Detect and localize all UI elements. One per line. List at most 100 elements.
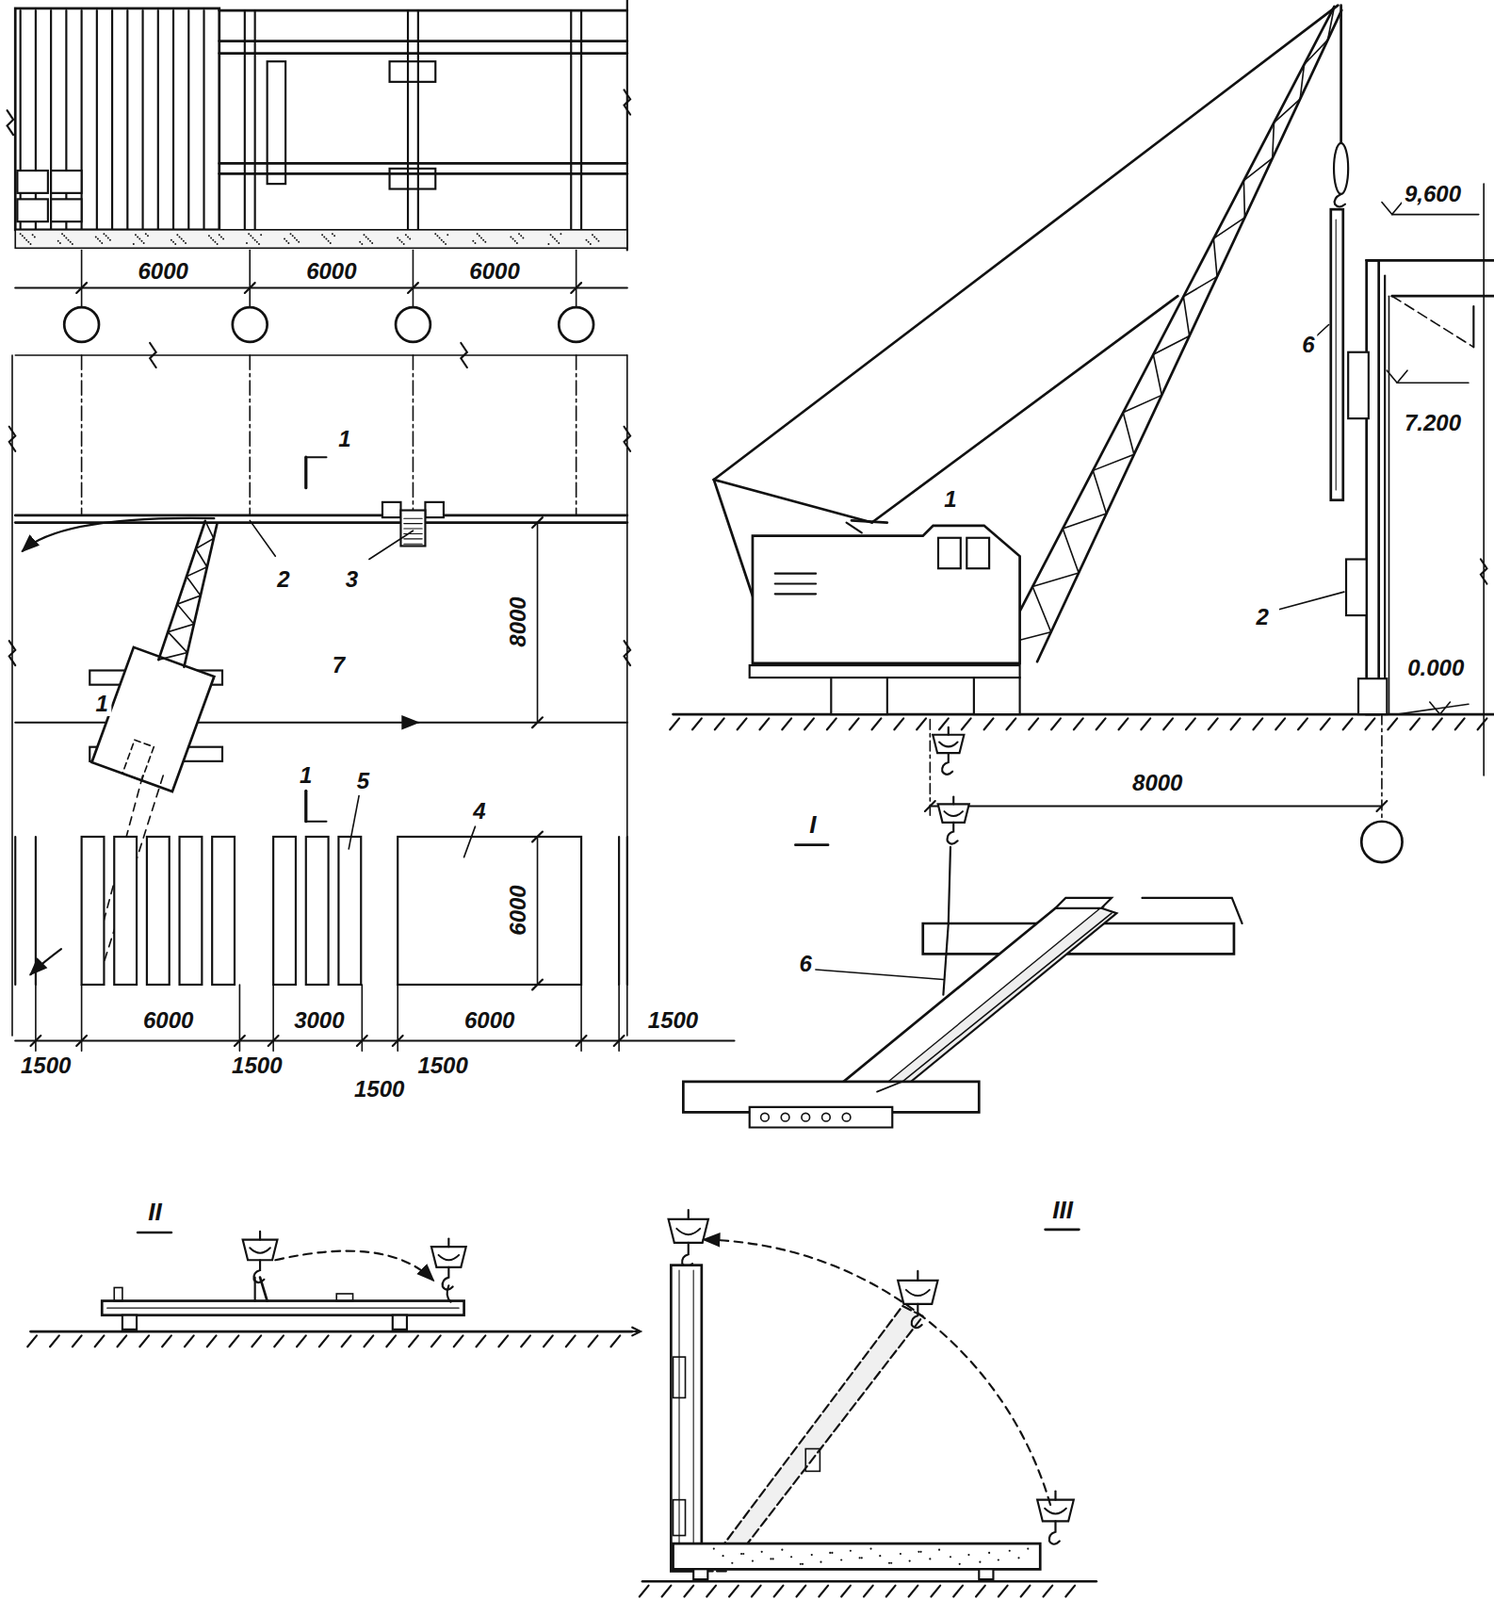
drawing-line — [11, 355, 14, 1036]
column-stack — [338, 836, 361, 985]
concrete-dot — [482, 239, 485, 242]
ground-hatch — [930, 1585, 941, 1597]
break-line — [15, 354, 628, 357]
ground-hatch — [476, 1334, 487, 1347]
ground-hatch — [1185, 717, 1196, 730]
ground-hatch — [1275, 717, 1285, 730]
ground-hatch — [1231, 717, 1241, 730]
concrete-dot — [360, 243, 363, 245]
slab-stack — [397, 836, 582, 985]
dimension-text: 6000 — [140, 1007, 196, 1033]
concrete-dot — [446, 233, 449, 236]
concrete-dot — [859, 1556, 861, 1559]
concrete-dot — [172, 241, 175, 244]
ground-hatch — [781, 717, 792, 730]
concrete-dot — [958, 1562, 961, 1565]
ground-hatch — [1096, 717, 1106, 730]
dimension-tick — [614, 1035, 625, 1046]
ground-hatch — [939, 717, 949, 730]
concrete-dot — [331, 232, 334, 235]
column-erected — [670, 1265, 701, 1572]
sling — [948, 846, 951, 924]
dimension-text: 7.200 — [1401, 410, 1464, 436]
section-mark — [304, 790, 308, 821]
concrete-dot — [547, 243, 550, 245]
sling — [259, 1277, 268, 1301]
level-line — [1392, 213, 1479, 216]
column-line — [254, 10, 257, 230]
hook — [941, 752, 953, 775]
column-erected — [693, 1269, 695, 1566]
ground-hatch — [909, 1585, 919, 1597]
leader-line — [1315, 324, 1330, 338]
concrete-dot — [61, 232, 64, 235]
drawing-line — [1381, 202, 1403, 215]
a-frame — [714, 479, 755, 602]
ground-hatch — [1298, 717, 1308, 730]
concrete-dot — [178, 235, 181, 238]
concrete-dot — [780, 1548, 783, 1551]
concrete-dot — [742, 1552, 745, 1555]
concrete-dot — [436, 234, 439, 237]
concrete-dot — [591, 233, 594, 236]
ground-hatch — [184, 1334, 195, 1347]
drawing-line — [219, 51, 628, 55]
level-line — [1396, 381, 1469, 384]
column-erected — [678, 1269, 680, 1566]
concrete-dot — [589, 243, 592, 245]
sleeper — [978, 1568, 993, 1579]
concrete-dot — [550, 233, 553, 236]
extension-line — [248, 249, 251, 307]
drawing-line — [1386, 370, 1408, 383]
wall-panel-line — [64, 10, 67, 230]
dimension-line — [15, 286, 628, 289]
concrete-dot — [71, 243, 74, 245]
dimension-text: 6000 — [135, 259, 192, 284]
concrete-dot — [555, 240, 558, 243]
concrete-dot — [484, 241, 487, 244]
ground-hatch — [27, 1334, 37, 1347]
ground-hatch — [408, 1334, 419, 1347]
concrete-dot — [180, 238, 183, 241]
column-bracket — [267, 61, 286, 184]
callout-number: 7 — [329, 652, 348, 678]
concrete-dot — [208, 234, 211, 237]
ground-hatch — [1065, 1585, 1075, 1597]
ground-hatch — [706, 1585, 716, 1597]
concrete-dot — [840, 1558, 843, 1560]
concrete-dot — [143, 242, 146, 244]
concrete-dot — [170, 239, 173, 242]
hook — [447, 1284, 452, 1301]
concrete-dot — [801, 1562, 804, 1565]
axis-line — [412, 355, 415, 516]
concrete-dot — [107, 237, 110, 240]
concrete-dot — [145, 232, 147, 235]
drawing-line — [1429, 701, 1451, 715]
roof-beam — [1366, 259, 1494, 262]
concrete-dot — [830, 1551, 833, 1554]
ground-hatch — [49, 1334, 60, 1347]
concrete-dot — [109, 239, 112, 242]
axis-line — [81, 355, 83, 516]
ground-line — [30, 1330, 633, 1333]
crawler-track — [974, 677, 1021, 715]
break-mark — [1480, 559, 1487, 585]
concrete-dot — [978, 1560, 981, 1563]
callout-number: 1 — [296, 763, 315, 788]
column-lying — [876, 908, 1117, 1097]
concrete-dot — [938, 1548, 941, 1551]
conductor-frame — [1346, 559, 1367, 617]
ground-hatch — [827, 717, 837, 730]
dimension-tick — [392, 1035, 404, 1046]
concrete-dot — [761, 1550, 764, 1553]
wall-panel-line — [141, 10, 144, 230]
column-plan — [400, 510, 425, 547]
concrete-dot — [327, 240, 330, 243]
leader-line — [464, 826, 476, 857]
ground-hatch — [683, 1585, 694, 1597]
dimension-text: 6000 — [505, 881, 531, 938]
concrete-dot — [220, 235, 223, 238]
concrete-dot — [105, 234, 108, 237]
